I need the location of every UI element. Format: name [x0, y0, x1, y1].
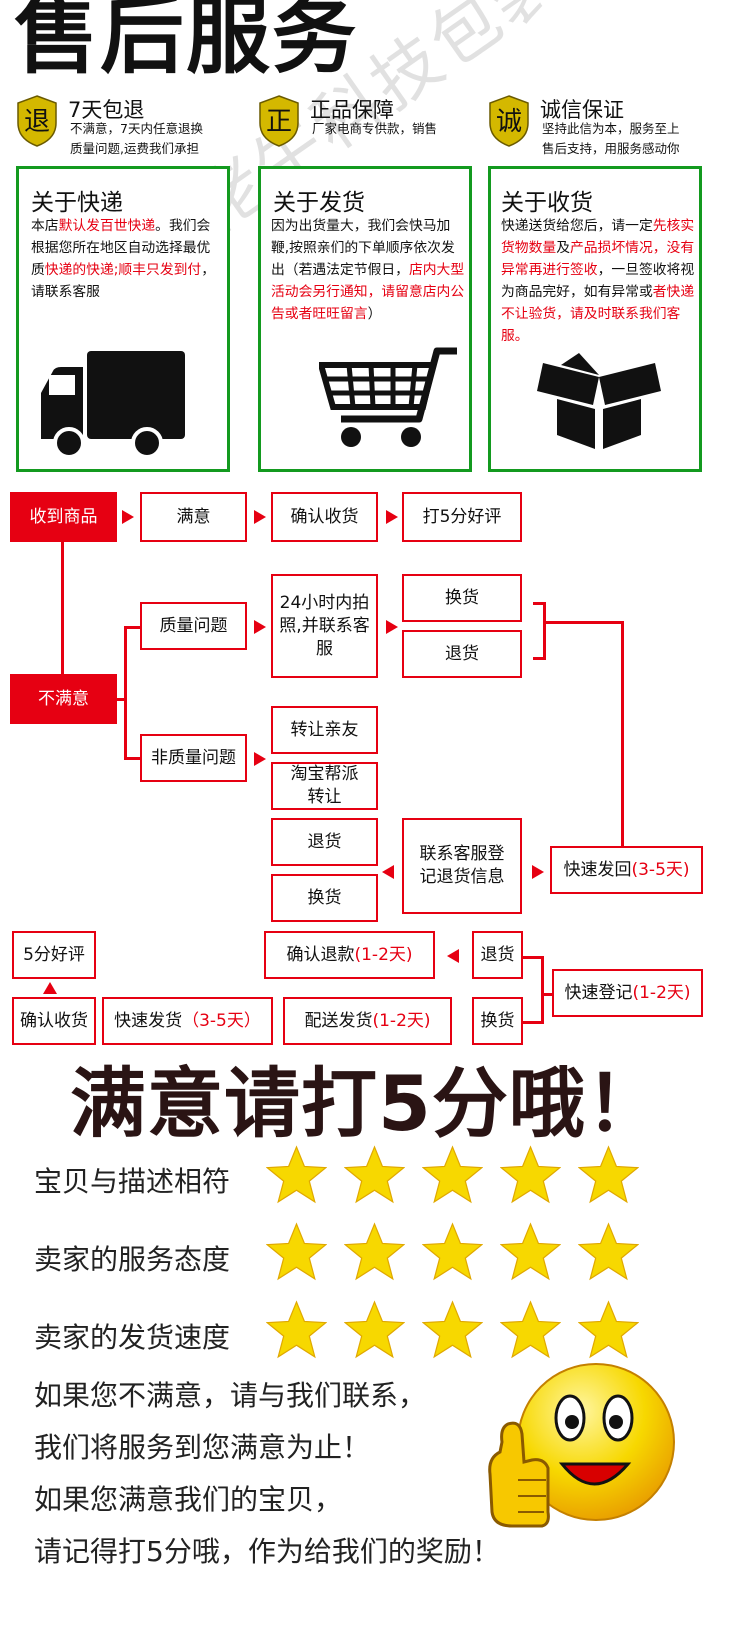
card-text: 因为出货量大，我们会快马加鞭,按照亲们的下单顺序依次发出（若遇法定节假日，店内大… [271, 218, 465, 322]
star-icon [500, 1145, 561, 1204]
star-rating [266, 1145, 639, 1205]
star-icon [344, 1300, 405, 1359]
quality-issue-box: 质量问题 [140, 602, 247, 650]
connector [546, 621, 623, 624]
smiley-thumbs-up-icon [488, 1363, 675, 1528]
slogan: 满意请打5分哦！ [70, 1059, 663, 1148]
contact-service-box: 联系客服登记退货信息 [402, 818, 522, 914]
star-icon [344, 1145, 405, 1204]
star-icon [266, 1222, 327, 1281]
star-icon [422, 1300, 483, 1359]
badge-title: 诚信保证 [540, 98, 624, 122]
badge-title: 正品保障 [310, 98, 394, 122]
connector [621, 621, 624, 846]
received-box: 收到商品 [10, 492, 117, 542]
return-box-3: 退货 [472, 931, 523, 979]
connector [543, 602, 546, 660]
express-card: 关于快递 本店默认发百世快递。我们会根据您所在地区自动选择最优质快递的快递;顺丰… [16, 166, 230, 472]
confirm-receipt-box: 确认收货 [271, 492, 378, 542]
return-box-2: 退货 [271, 818, 378, 866]
quick-ship-box: 快速发货（3-5天） [102, 997, 273, 1045]
star-icon [578, 1300, 639, 1359]
unsatisfied-box: 不满意 [10, 674, 117, 724]
shipping-card: 关于发货 因为出货量大，我们会快马加鞭,按照亲们的下单顺序依次发出（若遇法定节假… [258, 166, 472, 472]
badge-char: 正 [266, 107, 292, 137]
connector [124, 757, 140, 760]
truck-icon [41, 351, 185, 457]
transfer-friend-box: 转让亲友 [271, 706, 378, 754]
connector [523, 956, 543, 959]
within-24h-box: 24小时内拍照,并联系客服 [271, 574, 378, 678]
receiving-card: 关于收货 快递送货给您后，请一定先核实货物数量及产品损坏情况，没有异常再进行签收… [488, 166, 702, 472]
satisfied-box: 满意 [140, 492, 247, 542]
badge-subtitle: 坚持此信为本，服务至上 售后支持，用服务感动你 [542, 121, 680, 156]
shield-badge-icon: 退 [17, 95, 57, 147]
connector [544, 993, 552, 996]
star-icon [422, 1222, 483, 1281]
arrow-right-icon [254, 620, 266, 634]
star-icon [266, 1145, 327, 1204]
badge-char: 诚 [496, 107, 522, 137]
quick-return-box: 快速发回(3-5天) [550, 846, 703, 894]
connector [61, 540, 64, 674]
connector [116, 698, 124, 701]
arrow-right-icon [386, 510, 398, 524]
arrow-left-icon [382, 865, 394, 879]
arrow-left-icon [447, 949, 459, 963]
exchange-box-2: 换货 [271, 874, 378, 922]
card-text: 本店默认发百世快递。我们会根据您所在地区自动选择最优质快递的快递;顺丰只发到付，… [31, 218, 216, 300]
badge-title: 7天包退 [68, 98, 145, 122]
arrow-up-icon [43, 982, 57, 994]
arrow-right-icon [386, 620, 398, 634]
rating-label: 卖家的服务态度 [34, 1243, 231, 1276]
box-icon [537, 353, 661, 449]
shield-badge-icon: 诚 [489, 95, 529, 147]
arrow-right-icon [122, 510, 134, 524]
five-star-box: 5分好评 [12, 931, 96, 979]
give-5-box: 打5分好评 [402, 492, 522, 542]
card-title: 关于发货 [273, 190, 365, 216]
exchange-box-3: 换货 [472, 997, 523, 1045]
card-text: 快递送货给您后，请一定先核实货物数量及产品损坏情况，没有异常再进行签收，一旦签收… [501, 218, 695, 344]
non-quality-box: 非质量问题 [140, 734, 247, 782]
star-icon [266, 1300, 327, 1359]
card-title: 关于收货 [501, 190, 593, 216]
badge-char: 退 [24, 107, 50, 137]
taobao-transfer-box: 淘宝帮派转让 [271, 762, 378, 810]
card-title: 关于快递 [31, 190, 123, 216]
arrow-right-icon [532, 865, 544, 879]
rating-label: 宝贝与描述相符 [34, 1165, 231, 1198]
arrow-right-icon [254, 752, 266, 766]
star-icon [500, 1222, 561, 1281]
connector [523, 1021, 543, 1024]
quick-register-box: 快速登记(1-2天) [552, 969, 703, 1017]
page-title: 售后服务 [14, 0, 359, 85]
closing-text: 如果您不满意，请与我们联系， 我们将服务到您满意为止！ 如果您满意我们的宝贝， … [34, 1379, 500, 1568]
deliver-box: 配送发货(1-2天) [283, 997, 452, 1045]
star-icon [578, 1145, 639, 1204]
arrow-right-icon [254, 510, 266, 524]
star-rating [266, 1300, 639, 1360]
star-icon [578, 1222, 639, 1281]
connector [124, 626, 127, 759]
star-rating [266, 1222, 639, 1282]
connector [541, 956, 544, 1024]
star-icon [344, 1222, 405, 1281]
return-box: 退货 [402, 630, 522, 678]
badge-subtitle: 不满意，7天内任意退换 质量问题,运费我们承担 [70, 121, 203, 156]
shopping-cart-icon [319, 347, 457, 447]
badge-subtitle: 厂家电商专供款，销售 [312, 121, 438, 136]
connector [124, 626, 140, 629]
exchange-box: 换货 [402, 574, 522, 622]
star-icon [422, 1145, 483, 1204]
star-icon [500, 1300, 561, 1359]
confirm-receipt-box-2: 确认收货 [12, 997, 96, 1045]
connector [533, 602, 545, 605]
connector [533, 657, 545, 660]
shield-badge-icon: 正 [259, 95, 299, 147]
confirm-refund-box: 确认退款(1-2天) [264, 931, 435, 979]
rating-label: 卖家的发货速度 [34, 1321, 231, 1354]
